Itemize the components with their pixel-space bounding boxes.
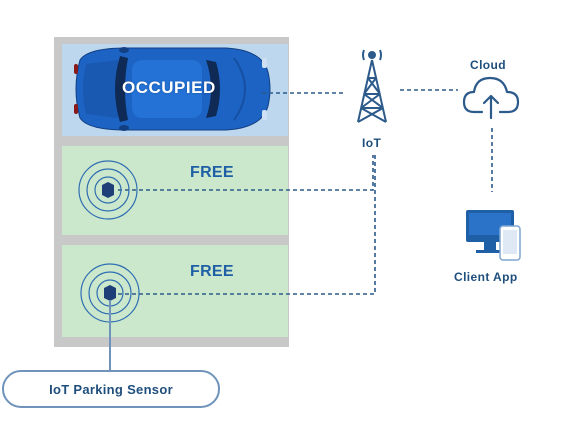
cloud-upload-icon — [462, 76, 520, 120]
client-app-label: Client App — [454, 270, 518, 284]
antenna-tower-icon — [357, 49, 387, 123]
free-label-2: FREE — [190, 263, 234, 280]
free-label-1: FREE — [190, 164, 234, 181]
sensor1-to-iot-line — [118, 155, 374, 191]
sensor2-to-iot-line — [118, 155, 376, 295]
desktop-and-phone-icon — [466, 210, 521, 261]
occupied-label: OCCUPIED — [122, 78, 216, 97]
car-icon — [74, 47, 271, 131]
sensor-callout: IoT Parking Sensor — [2, 370, 220, 408]
free-bay-2 — [62, 245, 288, 337]
cloud-label: Cloud — [470, 58, 506, 72]
sensor-1-icon — [78, 160, 138, 220]
iot-label: IoT — [362, 136, 382, 150]
sensor-callout-label: IoT Parking Sensor — [49, 381, 173, 397]
